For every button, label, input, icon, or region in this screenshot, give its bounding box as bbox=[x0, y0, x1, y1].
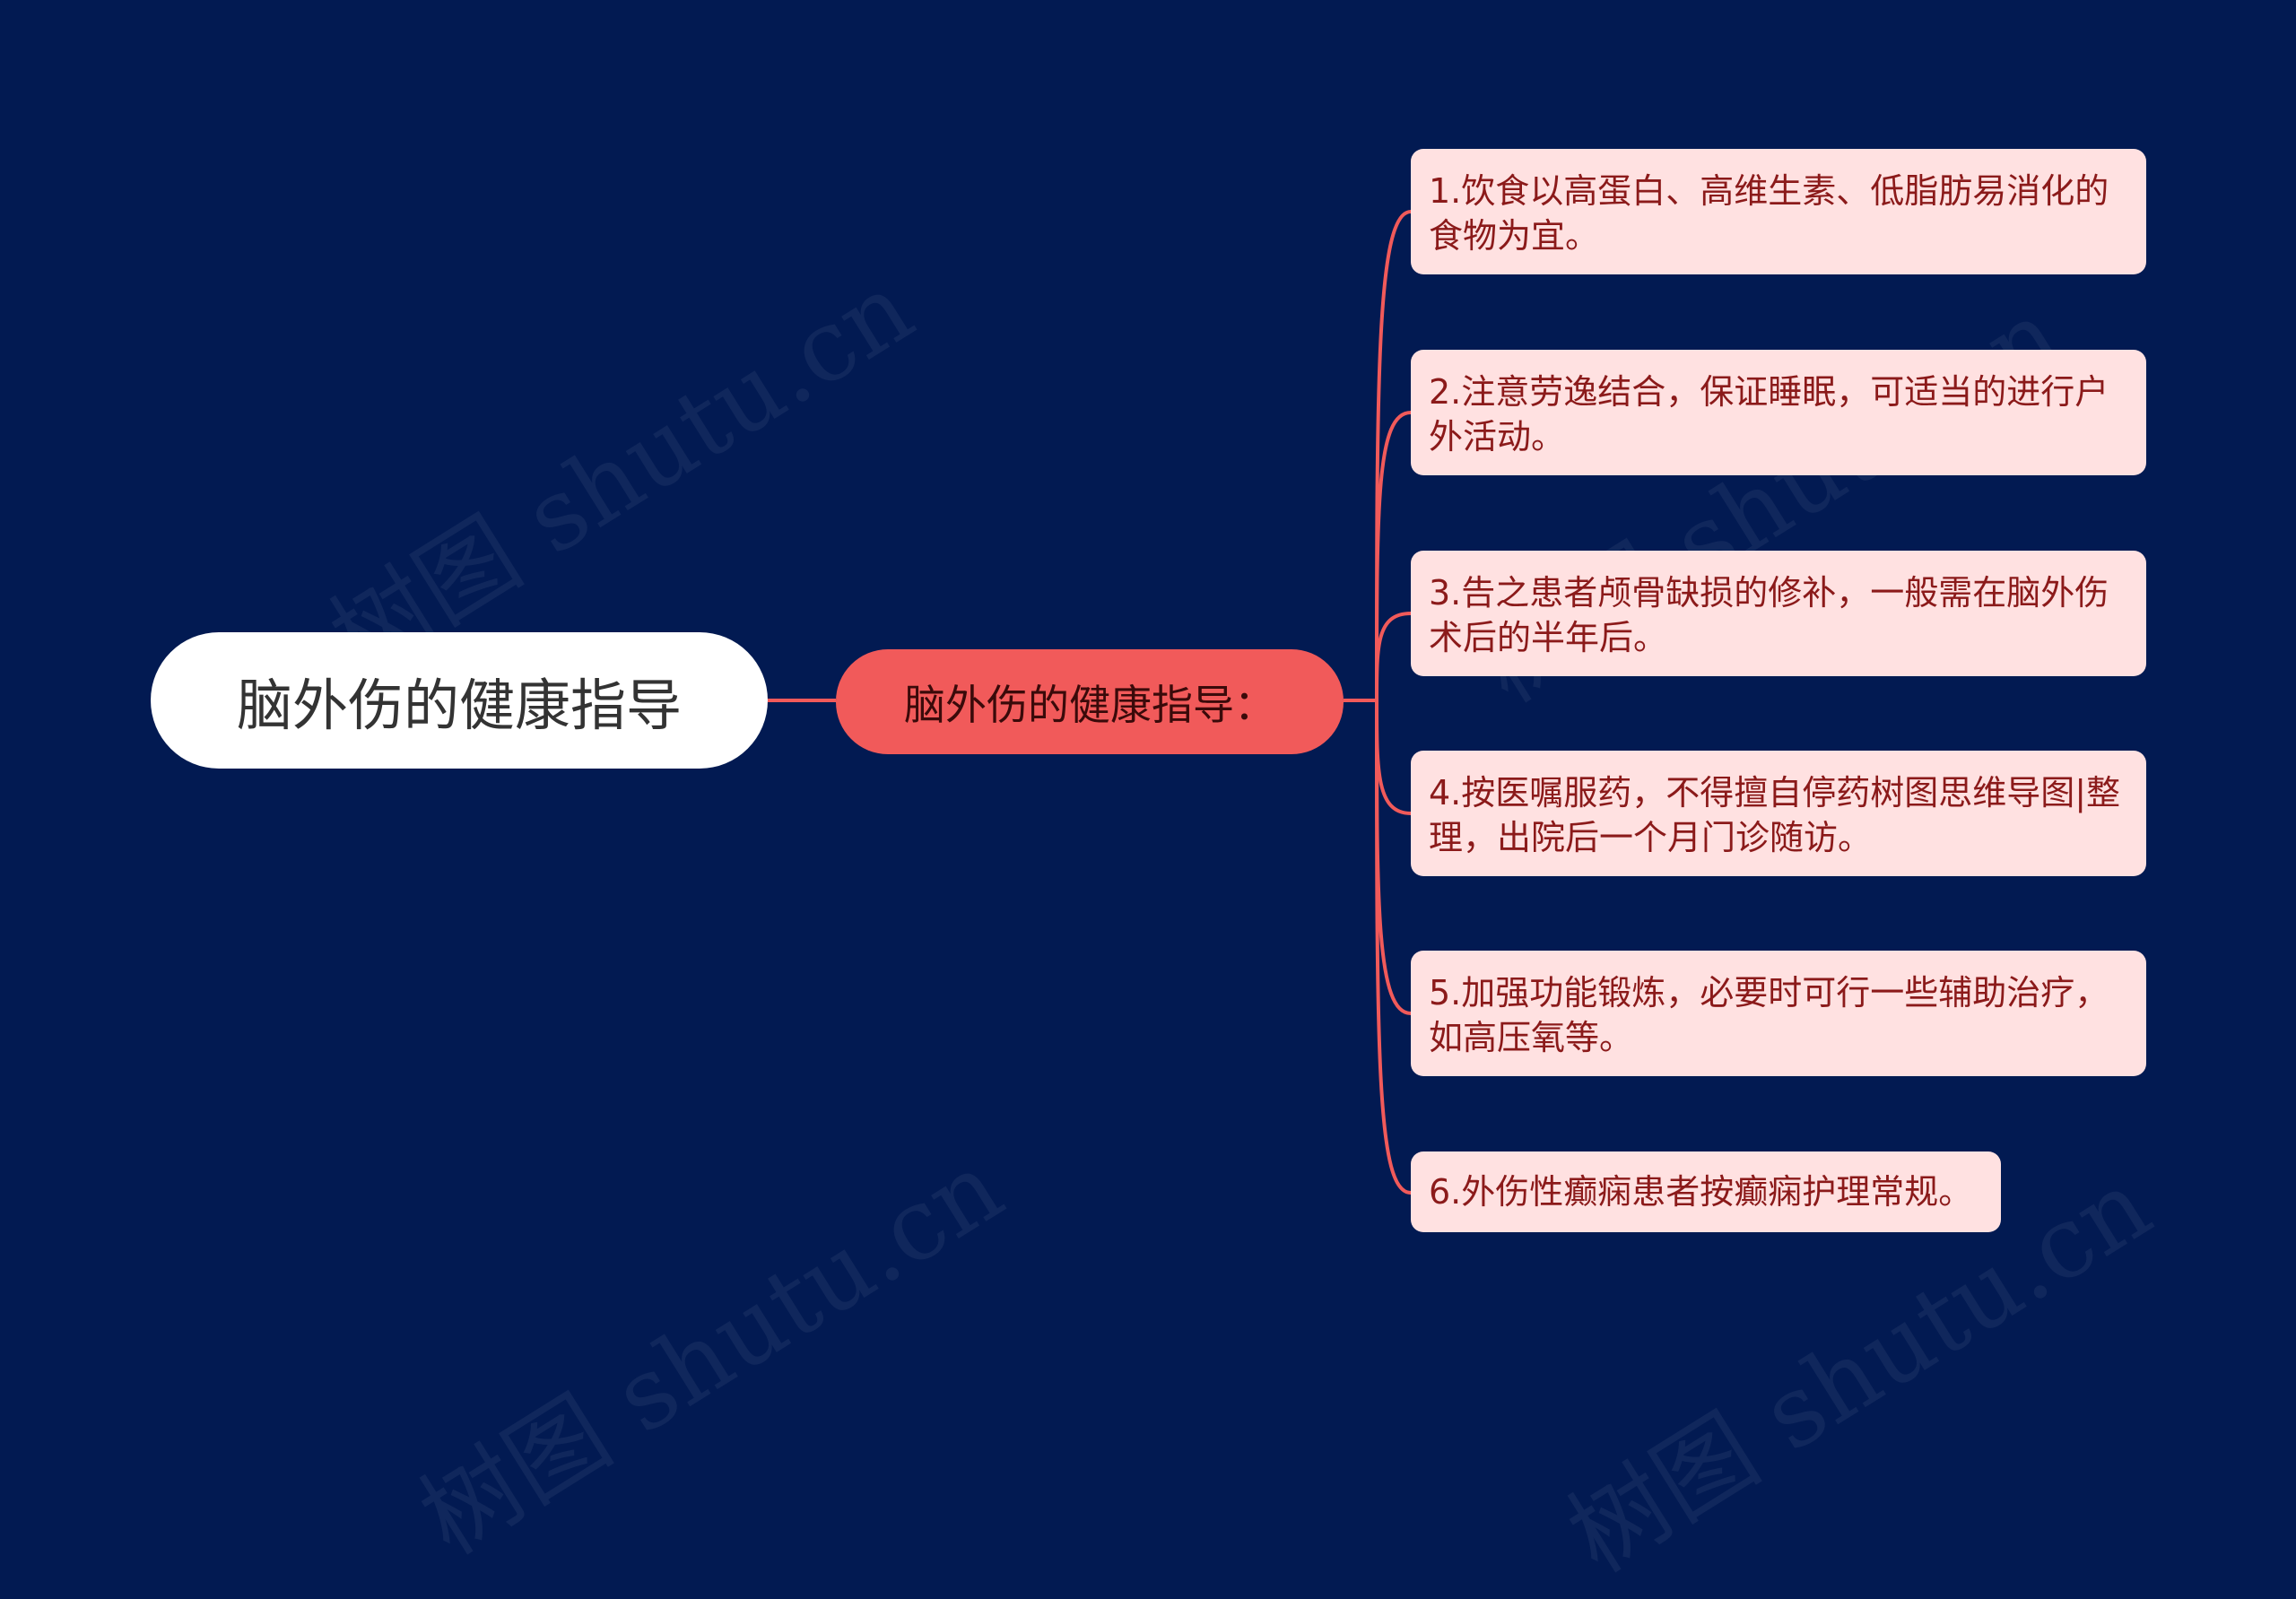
leaf-connector-1 bbox=[1375, 210, 1412, 701]
connector-lines bbox=[768, 210, 1412, 1195]
leaf-label: 6.外伤性癫痫患者按癫痫护理常规。 bbox=[1429, 1172, 1973, 1212]
branch-topic-label: 脑外伤的健康指导： bbox=[904, 680, 1275, 729]
leaf-node-5[interactable]: 5.加强功能锻炼，必要时可行一些辅助治疗，如高压氧等。 bbox=[1411, 951, 2146, 1076]
branch-topic-node[interactable]: 脑外伤的健康指导： bbox=[836, 649, 1344, 754]
leaf-label: 2.注意劳逸结合，保证睡眠，可适当的进行户外活动。 bbox=[1429, 372, 2109, 456]
leaf-label: 4.按医嘱服药，不得擅自停药树图思维导图|整理，出院后一个月门诊随访。 bbox=[1429, 773, 2121, 857]
root-topic-node[interactable]: 脑外伤的健康指导 bbox=[151, 632, 768, 769]
leaf-label: 3.告之患者颅骨缺损的修补，一般需在脑外伤术后的半年后。 bbox=[1429, 573, 2109, 657]
leaf-connector-5 bbox=[1375, 700, 1412, 1015]
leaf-node-3[interactable]: 3.告之患者颅骨缺损的修补，一般需在脑外伤术后的半年后。 bbox=[1411, 551, 2146, 676]
leaf-connector-6 bbox=[1375, 700, 1412, 1195]
leaf-node-1[interactable]: 1.饮食以高蛋白、高维生素、低脂肪易消化的食物为宜。 bbox=[1411, 149, 2146, 274]
leaf-connector-4 bbox=[1375, 700, 1412, 815]
leaf-node-6[interactable]: 6.外伤性癫痫患者按癫痫护理常规。 bbox=[1411, 1151, 2001, 1232]
leaf-label: 5.加强功能锻炼，必要时可行一些辅助治疗，如高压氧等。 bbox=[1429, 973, 2109, 1057]
leaf-node-4[interactable]: 4.按医嘱服药，不得擅自停药树图思维导图|整理，出院后一个月门诊随访。 bbox=[1411, 751, 2146, 876]
leaf-label: 1.饮食以高蛋白、高维生素、低脂肪易消化的食物为宜。 bbox=[1429, 171, 2109, 256]
root-topic-label: 脑外伤的健康指导 bbox=[236, 673, 682, 738]
leaf-node-2[interactable]: 2.注意劳逸结合，保证睡眠，可适当的进行户外活动。 bbox=[1411, 350, 2146, 475]
leaf-connector-2 bbox=[1375, 411, 1412, 701]
leaf-connector-3 bbox=[1375, 612, 1412, 701]
